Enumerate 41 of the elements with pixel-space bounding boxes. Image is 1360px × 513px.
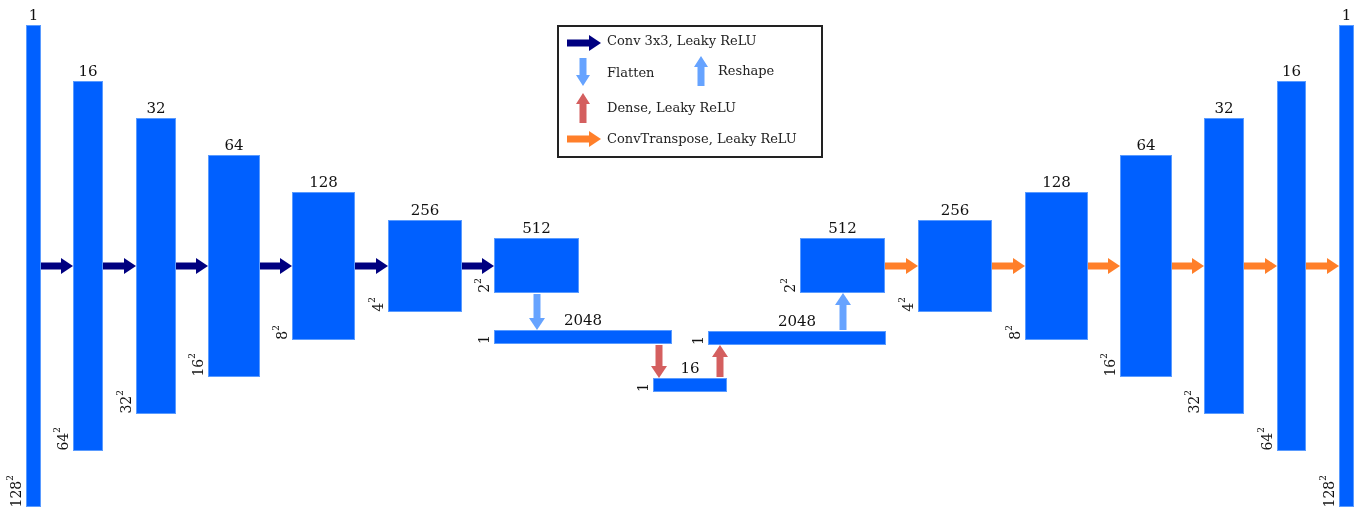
arrow [41,258,73,274]
legend-label: Dense, Leaky ReLU [607,100,736,116]
legend-label: ConvTranspose, Leaky ReLU [607,131,797,147]
arrow [835,293,851,330]
arrow [103,258,136,274]
channel-count: 32 [1213,99,1235,118]
legend-label: Flatten [607,65,655,81]
channel-count: 1 [27,6,40,25]
arrow [355,258,388,274]
arrow [992,258,1025,274]
channel-count: 256 [409,201,441,220]
channel-count: 128 [308,173,339,192]
channel-count: 64 [223,136,245,155]
channel-count: 128 [1041,173,1072,192]
channel-count: 512 [827,219,858,238]
channel-count: 16 [1280,62,1303,81]
arrow [1244,258,1277,274]
channel-count: 256 [939,201,971,220]
arrow [712,345,728,377]
arrow [1172,258,1204,274]
arrow [651,345,667,378]
size-label: 1 [635,383,651,392]
channel-count: 1 [1340,6,1353,25]
channel-count: 16 [679,359,701,378]
size-label: 1 [690,336,706,345]
channel-count: 2048 [776,312,818,331]
arrow [260,258,292,274]
legend-label: Reshape [718,63,775,79]
arrow [1306,258,1339,274]
arrow [1088,258,1120,274]
arrow [176,258,208,274]
channel-count: 64 [1135,136,1157,155]
legend-label: Conv 3x3, Leaky ReLU [607,33,757,49]
size-label: 1 [476,335,492,344]
channel-count: 2048 [562,311,604,330]
channel-count: 16 [77,62,99,81]
arrow [529,294,545,330]
arrow [462,258,494,274]
arrow [885,258,918,274]
channel-count: 32 [145,99,167,118]
channel-count: 512 [521,219,552,238]
